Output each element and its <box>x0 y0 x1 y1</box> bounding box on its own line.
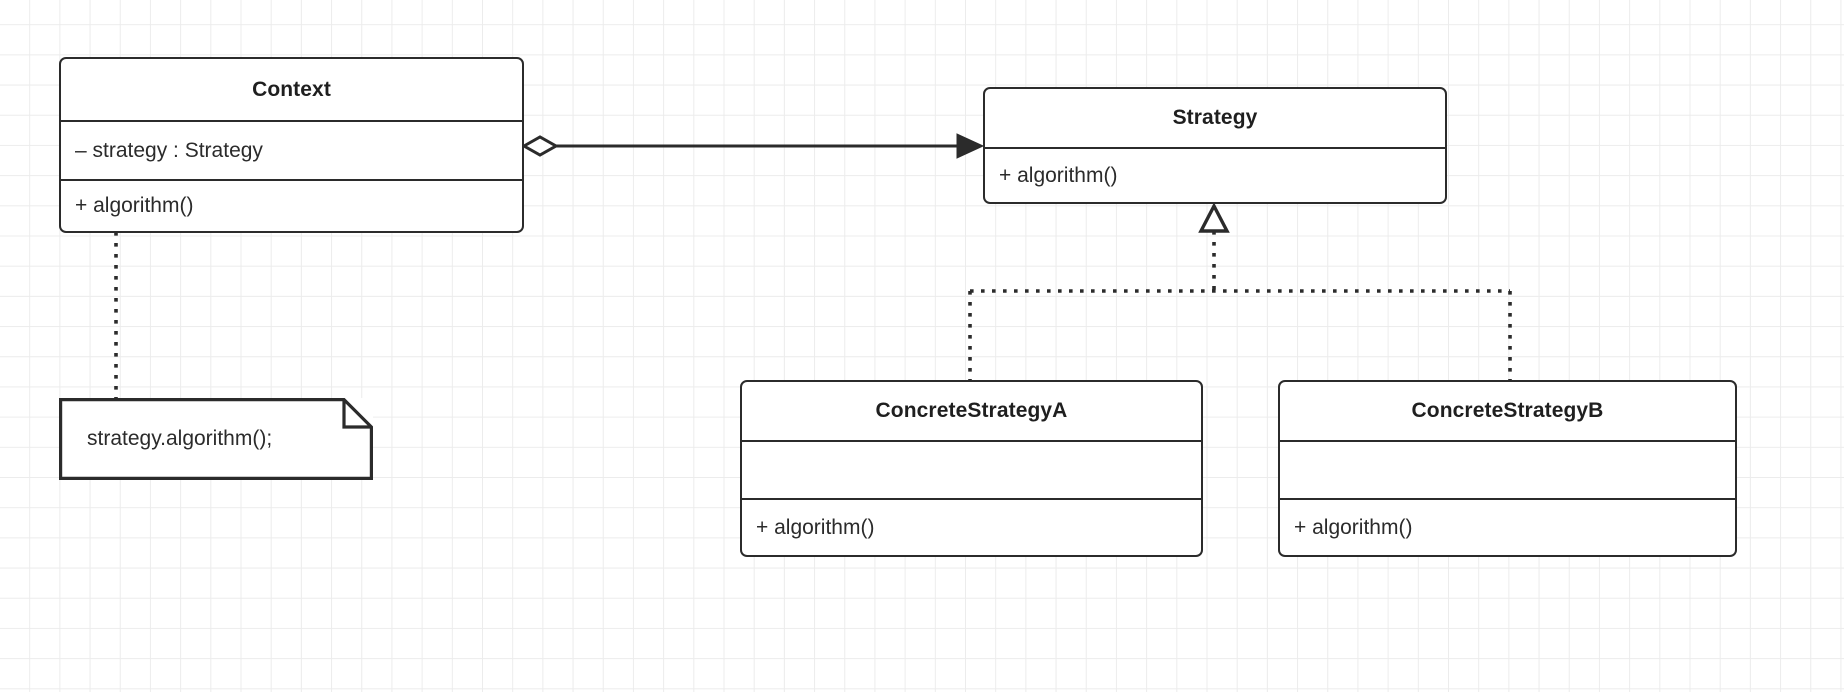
class-name-label: Context <box>252 77 331 101</box>
class-name-label: Strategy <box>1172 106 1258 129</box>
class-title-compartment: Context <box>61 59 522 120</box>
class-attributes-compartment <box>742 440 1201 498</box>
class-title-compartment: Strategy <box>985 89 1445 147</box>
operation-label: + algorithm() <box>999 163 1118 187</box>
realization-tree[interactable] <box>968 202 1512 380</box>
uml-note-context[interactable]: strategy.algorithm(); <box>59 398 373 480</box>
operation-label: + algorithm() <box>756 515 875 539</box>
hollow-diamond-icon <box>520 135 560 157</box>
operation-label: + algorithm() <box>75 194 194 217</box>
hollow-triangle-icon <box>1198 202 1230 233</box>
uml-class-context[interactable]: Context – strategy : Strategy + algorith… <box>59 57 524 233</box>
class-title-compartment: ConcreteStrategyA <box>742 382 1201 440</box>
note-shape-icon <box>59 398 373 480</box>
uml-class-strategy[interactable]: Strategy + algorithm() <box>983 87 1447 204</box>
class-name-label: ConcreteStrategyA <box>875 399 1068 422</box>
class-attributes-compartment: – strategy : Strategy <box>61 120 522 179</box>
class-operations-compartment: + algorithm() <box>985 147 1445 202</box>
filled-arrow-icon <box>956 133 985 159</box>
class-operations-compartment: + algorithm() <box>742 498 1201 555</box>
class-name-label: ConcreteStrategyB <box>1411 399 1604 422</box>
class-title-compartment: ConcreteStrategyB <box>1280 382 1735 440</box>
class-operations-compartment: + algorithm() <box>1280 498 1735 555</box>
class-operations-compartment: + algorithm() <box>61 179 522 231</box>
aggregation-context-strategy[interactable] <box>520 133 985 159</box>
uml-class-concrete-strategy-b[interactable]: ConcreteStrategyB + algorithm() <box>1278 380 1737 557</box>
note-text-label: strategy.algorithm(); <box>87 427 273 450</box>
uml-class-concrete-strategy-a[interactable]: ConcreteStrategyA + algorithm() <box>740 380 1203 557</box>
attribute-label: – strategy : Strategy <box>75 138 263 162</box>
operation-label: + algorithm() <box>1294 515 1413 539</box>
class-attributes-compartment <box>1280 440 1735 498</box>
